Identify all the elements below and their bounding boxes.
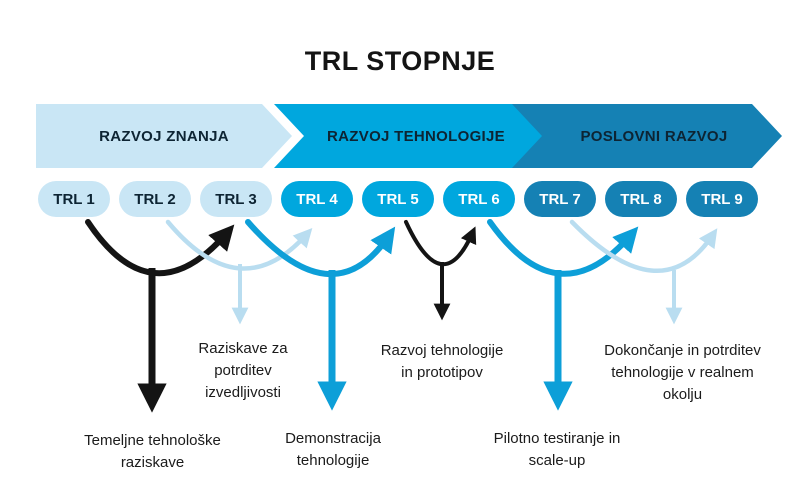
trl-pill-6: TRL 6 (443, 181, 515, 217)
trl-pill-3: TRL 3 (200, 181, 272, 217)
phase-banner-business: POSLOVNI RAZVOJ (512, 104, 782, 168)
phase-banner-technology: RAZVOJ TEHNOLOGIJE (274, 104, 544, 168)
trl-pill-1: TRL 1 (38, 181, 110, 217)
arc-arrow-trl2-trl4 (165, 219, 313, 271)
phase-banner-label: RAZVOJ TEHNOLOGIJE (327, 127, 505, 145)
annotation-pilot-testing: Pilotno testiranje in scale-up (493, 430, 621, 469)
annotation-demonstration: Demonstracija tehnologije (285, 430, 381, 469)
phase-banner-label: POSLOVNI RAZVOJ (580, 127, 728, 145)
arc-arrow-trl6-trl8 (487, 219, 639, 277)
trl-pill-5: TRL 5 (362, 181, 434, 217)
annotation-feasibility: Raziskave za potrditev izvedljivosti (198, 340, 288, 401)
trl-pill-7: TRL 7 (524, 181, 596, 217)
trl-pill-8: TRL 8 (605, 181, 677, 217)
trl-pill-9: TRL 9 (686, 181, 758, 217)
arc-arrow-trl1-trl3 (85, 219, 235, 277)
trl-pill-row: TRL 1 TRL 2 TRL 3 TRL 4 TRL 5 TRL 6 TRL … (38, 181, 758, 217)
arc-arrow-trl7-trl9 (569, 219, 718, 273)
annotation-final-validation: Dokončanje in potrditev tehnologije v re… (604, 342, 761, 403)
annotation-basic-research: Temeljne tehnološke raziskave (84, 432, 221, 471)
page-title: TRL STOPNJE (304, 46, 496, 76)
trl-pill-2: TRL 2 (119, 181, 191, 217)
arc-arrow-trl3-trl5 (245, 219, 396, 278)
phase-banner-knowledge: RAZVOJ ZNANJA (36, 104, 292, 168)
trl-pill-4: TRL 4 (281, 181, 353, 217)
annotation-prototypes: Razvoj tehnologije in prototipov (380, 342, 504, 381)
phase-banner-label: RAZVOJ ZNANJA (99, 127, 229, 145)
arc-arrow-trl5-trl6 (404, 220, 477, 266)
